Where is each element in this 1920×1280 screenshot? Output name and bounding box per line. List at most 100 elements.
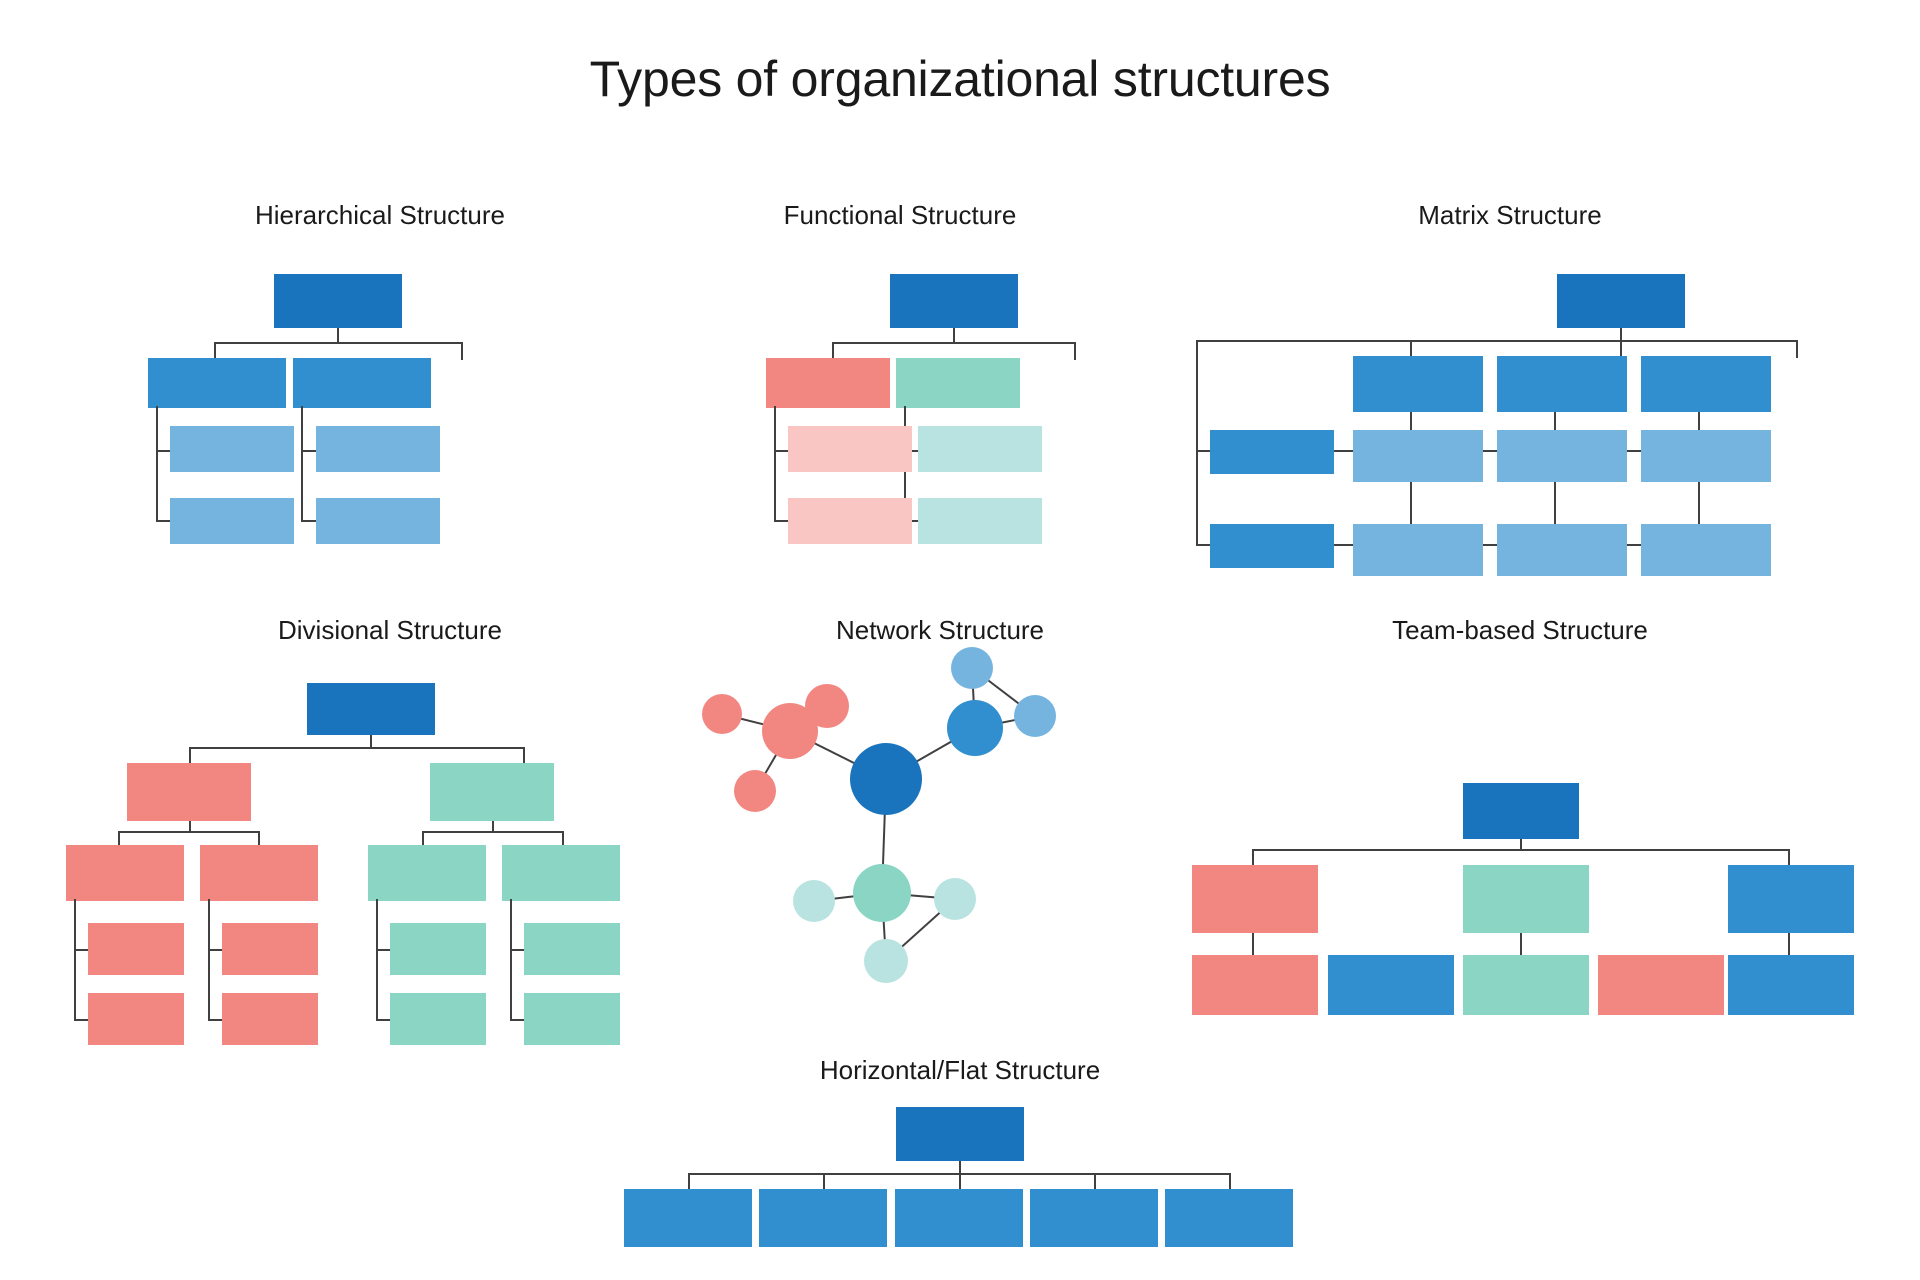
matrix-row-header-2[interactable] [1210,524,1334,568]
divisional-right-grandchild-2-1[interactable] [524,923,620,975]
functional-top-node[interactable] [890,274,1018,328]
connector-row2-link-1 [1334,544,1354,546]
divisional-left-grandchild-2-1[interactable] [222,923,318,975]
connector-left-spine [156,406,158,522]
functional-level3-left-2[interactable] [788,498,912,544]
team-member-5[interactable] [1728,955,1854,1015]
hierarchical-level3-right-2[interactable] [316,498,440,544]
matrix-top-node[interactable] [1557,274,1685,328]
connector-top-stem [337,328,339,344]
matrix-column-header-3[interactable] [1641,356,1771,412]
team-member-4[interactable] [1598,955,1724,1015]
connector-left-branch-2 [774,520,790,522]
connector-row1-link-1 [1334,450,1354,452]
connector-drop-5 [1229,1173,1231,1191]
panel-network: Network Structure [690,615,1190,1035]
network-node-blue-a[interactable] [951,647,993,689]
divisional-left-child-2[interactable] [200,845,318,901]
connector-right-branch-1 [904,450,920,452]
flat-child-4[interactable] [1030,1189,1158,1247]
connector-left-branch-1 [774,450,790,452]
matrix-column-header-1[interactable] [1353,356,1483,412]
divisional-right-grandchild-1-2[interactable] [390,993,486,1045]
divisional-left-grandchild-1-1[interactable] [88,923,184,975]
panel-divisional: Divisional Structure [60,615,720,1045]
connector-rc1-branch-1 [376,949,392,951]
divisional-left-child-1[interactable] [66,845,184,901]
hierarchical-level2-node-1[interactable] [148,358,286,408]
connector-rc2-branch-1 [510,949,526,951]
connector-rc2-branch-2 [510,1019,526,1021]
connector-left-div-drop-b [258,831,260,847]
network-node-blue-b[interactable] [1014,695,1056,737]
connector-left-branch-1 [156,450,172,452]
connector-row2-link-3 [1622,544,1642,546]
team-lead-1[interactable] [1192,865,1318,933]
hierarchical-level2-node-2[interactable] [293,358,431,408]
matrix-cell-r1-c2[interactable] [1497,430,1627,482]
network-node-coral-c[interactable] [734,770,776,812]
matrix-column-header-2[interactable] [1497,356,1627,412]
divisional-division-right[interactable] [430,763,554,821]
network-node-teal-b[interactable] [934,878,976,920]
network-node-coral-a[interactable] [702,694,742,734]
functional-level3-right-2[interactable] [918,498,1042,544]
connector-right-branch-1 [301,450,317,452]
network-node-hub[interactable] [850,743,922,815]
flat-child-3[interactable] [895,1189,1023,1247]
hierarchical-level3-left-1[interactable] [170,426,294,472]
divisional-right-child-1[interactable] [368,845,486,901]
matrix-cell-r1-c1[interactable] [1353,430,1483,482]
matrix-cell-r2-c2[interactable] [1497,524,1627,576]
connector-left-div-drop-a [118,831,120,847]
team-top-node[interactable] [1463,783,1579,839]
network-node-coral-hub[interactable] [762,703,818,759]
flat-child-5[interactable] [1165,1189,1293,1247]
divisional-top-node[interactable] [307,683,435,735]
network-node-teal-c[interactable] [864,939,908,983]
network-node-blue-hub[interactable] [947,700,1003,756]
functional-level3-left-1[interactable] [788,426,912,472]
diagram-divisional [60,661,720,1045]
hierarchical-level3-right-1[interactable] [316,426,440,472]
hierarchical-top-node[interactable] [274,274,402,328]
flat-top-node[interactable] [896,1107,1024,1161]
matrix-cell-r2-c1[interactable] [1353,524,1483,576]
connector-left-spine [774,406,776,522]
network-node-teal-hub[interactable] [853,864,911,922]
connector-top-drop-left [189,747,191,765]
divisional-right-child-2[interactable] [502,845,620,901]
matrix-cell-r1-c3[interactable] [1641,430,1771,482]
flat-child-1[interactable] [624,1189,752,1247]
connector-top-bar [189,747,525,749]
divisional-division-left[interactable] [127,763,251,821]
matrix-row-header-1[interactable] [1210,430,1334,474]
divisional-left-grandchild-2-2[interactable] [222,993,318,1045]
team-member-2[interactable] [1328,955,1454,1015]
divisional-right-grandchild-2-2[interactable] [524,993,620,1045]
functional-level3-right-1[interactable] [918,426,1042,472]
functional-level2-node-2[interactable] [896,358,1020,408]
panel-team-based: Team-based Structure [1190,615,1854,1015]
divisional-left-grandchild-1-2[interactable] [88,993,184,1045]
connector-row2-link-2 [1478,544,1498,546]
network-node-coral-b[interactable] [805,684,849,728]
connector-right-spine [301,406,303,522]
connector-cell-col3-rows [1698,474,1700,524]
team-member-1[interactable] [1192,955,1318,1015]
panel-functional: Functional Structure [640,200,1160,544]
divisional-right-grandchild-1-1[interactable] [390,923,486,975]
functional-level2-node-1[interactable] [766,358,890,408]
team-member-3[interactable] [1463,955,1589,1015]
matrix-cell-r2-c3[interactable] [1641,524,1771,576]
team-lead-2[interactable] [1463,865,1589,933]
network-node-teal-a[interactable] [793,880,835,922]
diagram-functional [640,246,1160,544]
hierarchical-level3-left-2[interactable] [170,498,294,544]
panel-title-network: Network Structure [835,615,1045,645]
team-lead-3[interactable] [1728,865,1854,933]
flat-child-2[interactable] [759,1189,887,1247]
connector-top-bar [832,342,1075,344]
connector-top-stem [370,735,372,749]
